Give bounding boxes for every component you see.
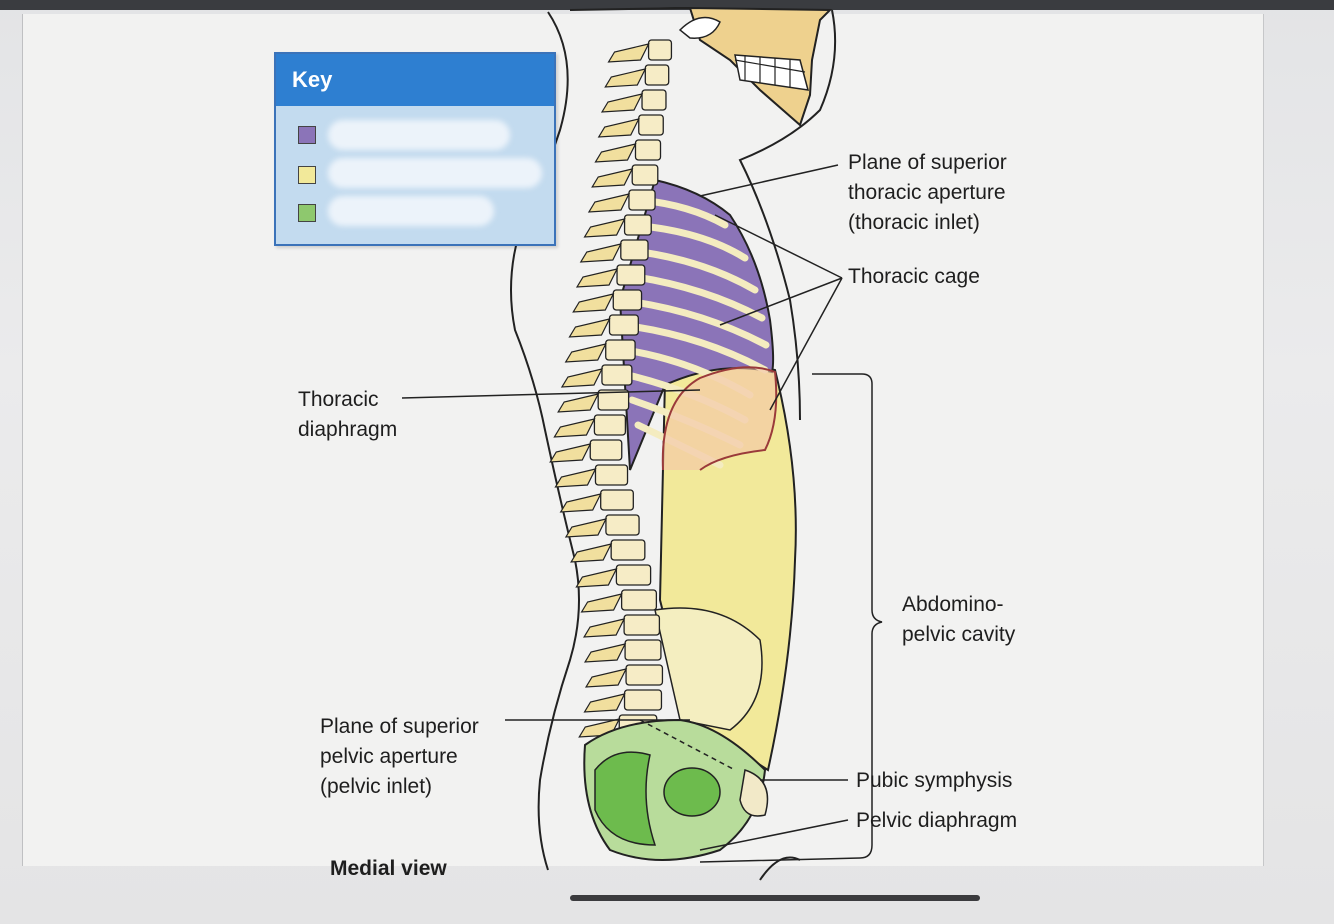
label-thoracic-cage: Thoracic cage [848, 265, 980, 288]
vertebra-body [623, 689, 663, 711]
label-plane-superior-thoracic: Plane of superior thoracic aperture (tho… [848, 151, 1007, 234]
spinous-process [557, 393, 600, 413]
vertebra-body [623, 214, 652, 236]
spinous-process [575, 268, 619, 288]
top-bezel [0, 0, 1334, 10]
vertebra-body [605, 514, 640, 536]
leader-lines [401, 164, 849, 851]
key-box: Key [274, 52, 556, 246]
spinous-process [579, 243, 622, 263]
label-medial-view: Medial view [330, 857, 447, 880]
vertebra-body [647, 39, 673, 61]
label-thoracic-diaphragm: Thoracic diaphragm [298, 388, 398, 441]
spinous-process [594, 143, 637, 163]
key-swatch-thoracic [298, 126, 316, 144]
spinous-process [600, 93, 644, 113]
key-swatch-pelvic [298, 204, 316, 222]
spinous-process [568, 318, 611, 338]
spinous-process [607, 43, 650, 63]
label-pelvic-diaphragm: Pelvic diaphragm [856, 809, 1018, 832]
vertebra-body [624, 639, 662, 661]
spinous-process [597, 118, 640, 138]
spinous-process [549, 443, 592, 463]
vertebra-body [634, 139, 662, 161]
vertebra-body [615, 564, 652, 586]
diaphragm-dome [661, 366, 778, 471]
vertebra-body [638, 114, 664, 136]
spinous-process [575, 568, 618, 588]
pelvic-cavity [583, 718, 769, 861]
home-indicator [570, 895, 980, 901]
spinous-process [604, 68, 647, 88]
key-title: Key [276, 54, 554, 106]
spinous-process [591, 168, 634, 188]
vertebra-body [610, 539, 646, 561]
label-plane-superior-pelvic: Plane of superior pelvic aperture (pelvi… [320, 715, 479, 798]
vertebra-body [608, 314, 639, 336]
skull [569, 6, 833, 127]
spinous-process [560, 368, 604, 388]
spinous-process [553, 418, 596, 438]
vertebra-body [594, 464, 629, 486]
vertebra-body [593, 414, 627, 436]
vertebra-body [597, 389, 630, 411]
spinous-process [554, 468, 597, 488]
key-swatch-abdominal [298, 166, 316, 184]
abdominopelvic-bracket [699, 373, 883, 863]
vertebral-column [549, 39, 673, 738]
vertebra-body [600, 489, 634, 511]
spinous-process [584, 668, 628, 688]
vertebra-body [628, 189, 656, 211]
vertebra-body [620, 589, 658, 611]
vertebra-body [601, 364, 633, 386]
spinous-process [582, 618, 626, 638]
spinous-process [564, 343, 607, 363]
vertebra-body [631, 164, 659, 186]
vertebra-body [612, 289, 643, 311]
key-redacted-label [328, 158, 542, 188]
vertebra-body [616, 264, 646, 286]
spinous-process [583, 218, 626, 238]
vertebra-body [620, 239, 649, 261]
spinous-process [572, 293, 615, 313]
vertebra-body [644, 64, 670, 86]
label-pubic-symphysis: Pubic symphysis [856, 769, 1013, 792]
spinous-process [580, 593, 623, 613]
key-redacted-label [328, 196, 494, 226]
ilium [654, 607, 763, 731]
spinous-process [564, 518, 608, 538]
spinous-process [583, 643, 627, 663]
vertebra-body [625, 664, 664, 686]
spinous-process [587, 193, 631, 213]
spinous-process [583, 693, 626, 713]
spinous-process [570, 543, 613, 563]
vertebra-body [605, 339, 636, 361]
vertebra-body [589, 439, 623, 461]
vertebra-body [641, 89, 667, 111]
spinous-process [559, 493, 602, 513]
key-redacted-label [328, 120, 510, 150]
label-abdominopelvic-cavity: Abdomino- pelvic cavity [902, 593, 1016, 646]
vertebra-body [623, 614, 661, 636]
